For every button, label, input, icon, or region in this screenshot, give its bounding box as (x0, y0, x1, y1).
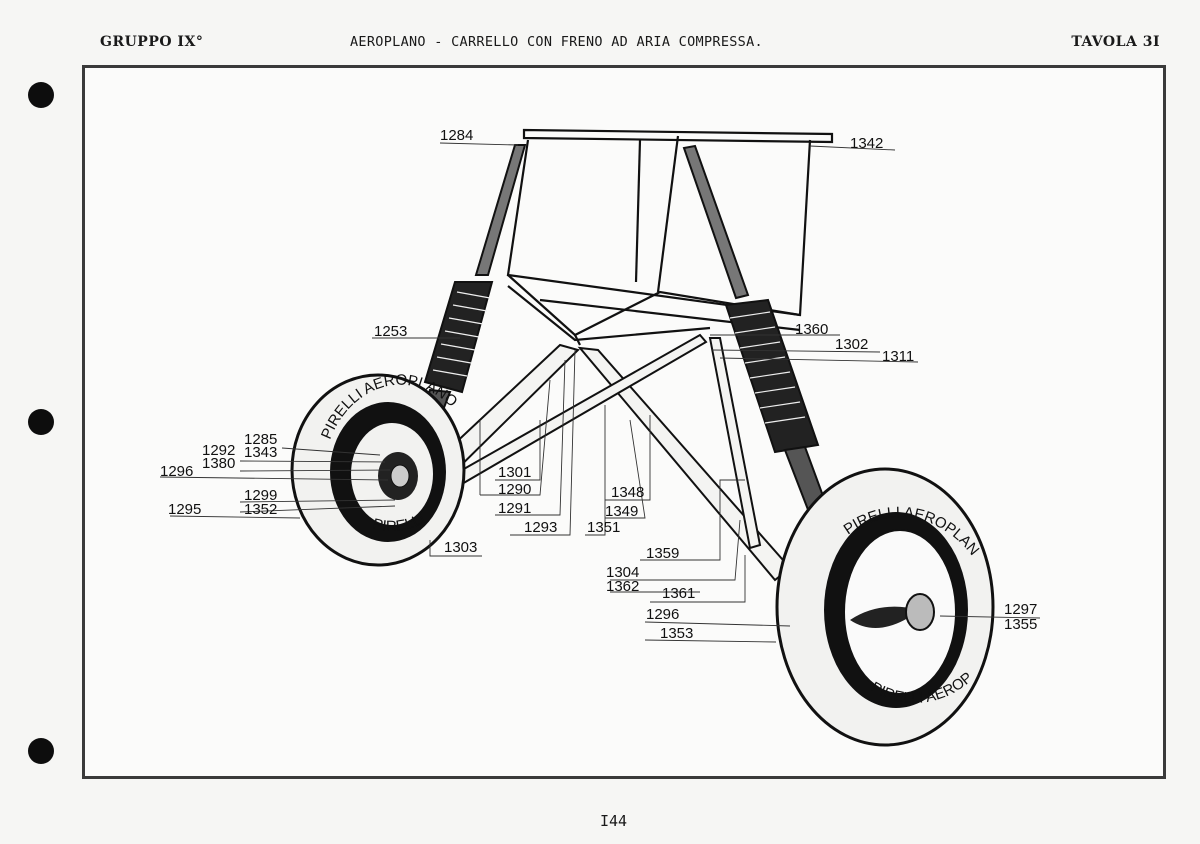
callout-1302: 1302 (835, 336, 868, 353)
callout-1342: 1342 (850, 135, 883, 152)
callout-1293: 1293 (524, 519, 557, 536)
callout-1352: 1352 (244, 501, 277, 518)
callout-1299: 1299 (244, 487, 277, 504)
punch-hole-top (28, 82, 54, 108)
callout-1296-left: 1296 (160, 463, 193, 480)
callout-1355: 1355 (1004, 616, 1037, 633)
right-spring-coils (729, 311, 806, 424)
callout-1353: 1353 (660, 625, 693, 642)
group-label: GRUPPO IX° (100, 34, 204, 50)
callout-leader-lines (159, 142, 1041, 643)
callout-1380: 1380 (202, 455, 235, 472)
callout-1311: 1311 (882, 348, 914, 365)
callout-1285: 1285 (244, 431, 277, 448)
callout-1359: 1359 (646, 545, 679, 562)
callout-1351: 1351 (587, 519, 620, 536)
callout-1284: 1284 (440, 127, 473, 144)
callout-1304: 1304 (606, 564, 639, 581)
callout-1291: 1291 (498, 500, 531, 517)
page-number: I44 (600, 812, 628, 830)
callout-1361: 1361 (662, 585, 695, 602)
punch-hole-middle (28, 409, 54, 435)
fuselage-frame (506, 128, 834, 346)
callout-1301: 1301 (498, 464, 531, 481)
callout-1297: 1297 (1004, 601, 1037, 618)
callout-1362: 1362 (606, 578, 639, 595)
right-wheel (775, 467, 995, 747)
callout-1303: 1303 (444, 539, 477, 556)
callout-1290: 1290 (498, 481, 531, 498)
callout-1360: 1360 (795, 321, 828, 338)
callout-1348: 1348 (611, 484, 644, 501)
callout-labels: 1284 1342 1253 1360 1302 1311 1285 1292 … (160, 127, 1037, 642)
left-spring-coils (432, 291, 491, 377)
page-title: AEROPLANO - CARRELLO CON FRENO AD ARIA C… (350, 34, 763, 50)
callout-1296-right: 1296 (646, 606, 679, 623)
right-tire-brand-top: PIRELLI AEROPLANO (0, 0, 982, 559)
callout-1253: 1253 (374, 323, 407, 340)
callout-1343: 1343 (244, 444, 277, 461)
punch-hole-bottom (28, 738, 54, 764)
callout-1292: 1292 (202, 442, 235, 459)
plate-number: TAVOLA 3I (1071, 34, 1160, 50)
callout-1349: 1349 (605, 503, 638, 520)
callout-1295: 1295 (168, 501, 201, 518)
